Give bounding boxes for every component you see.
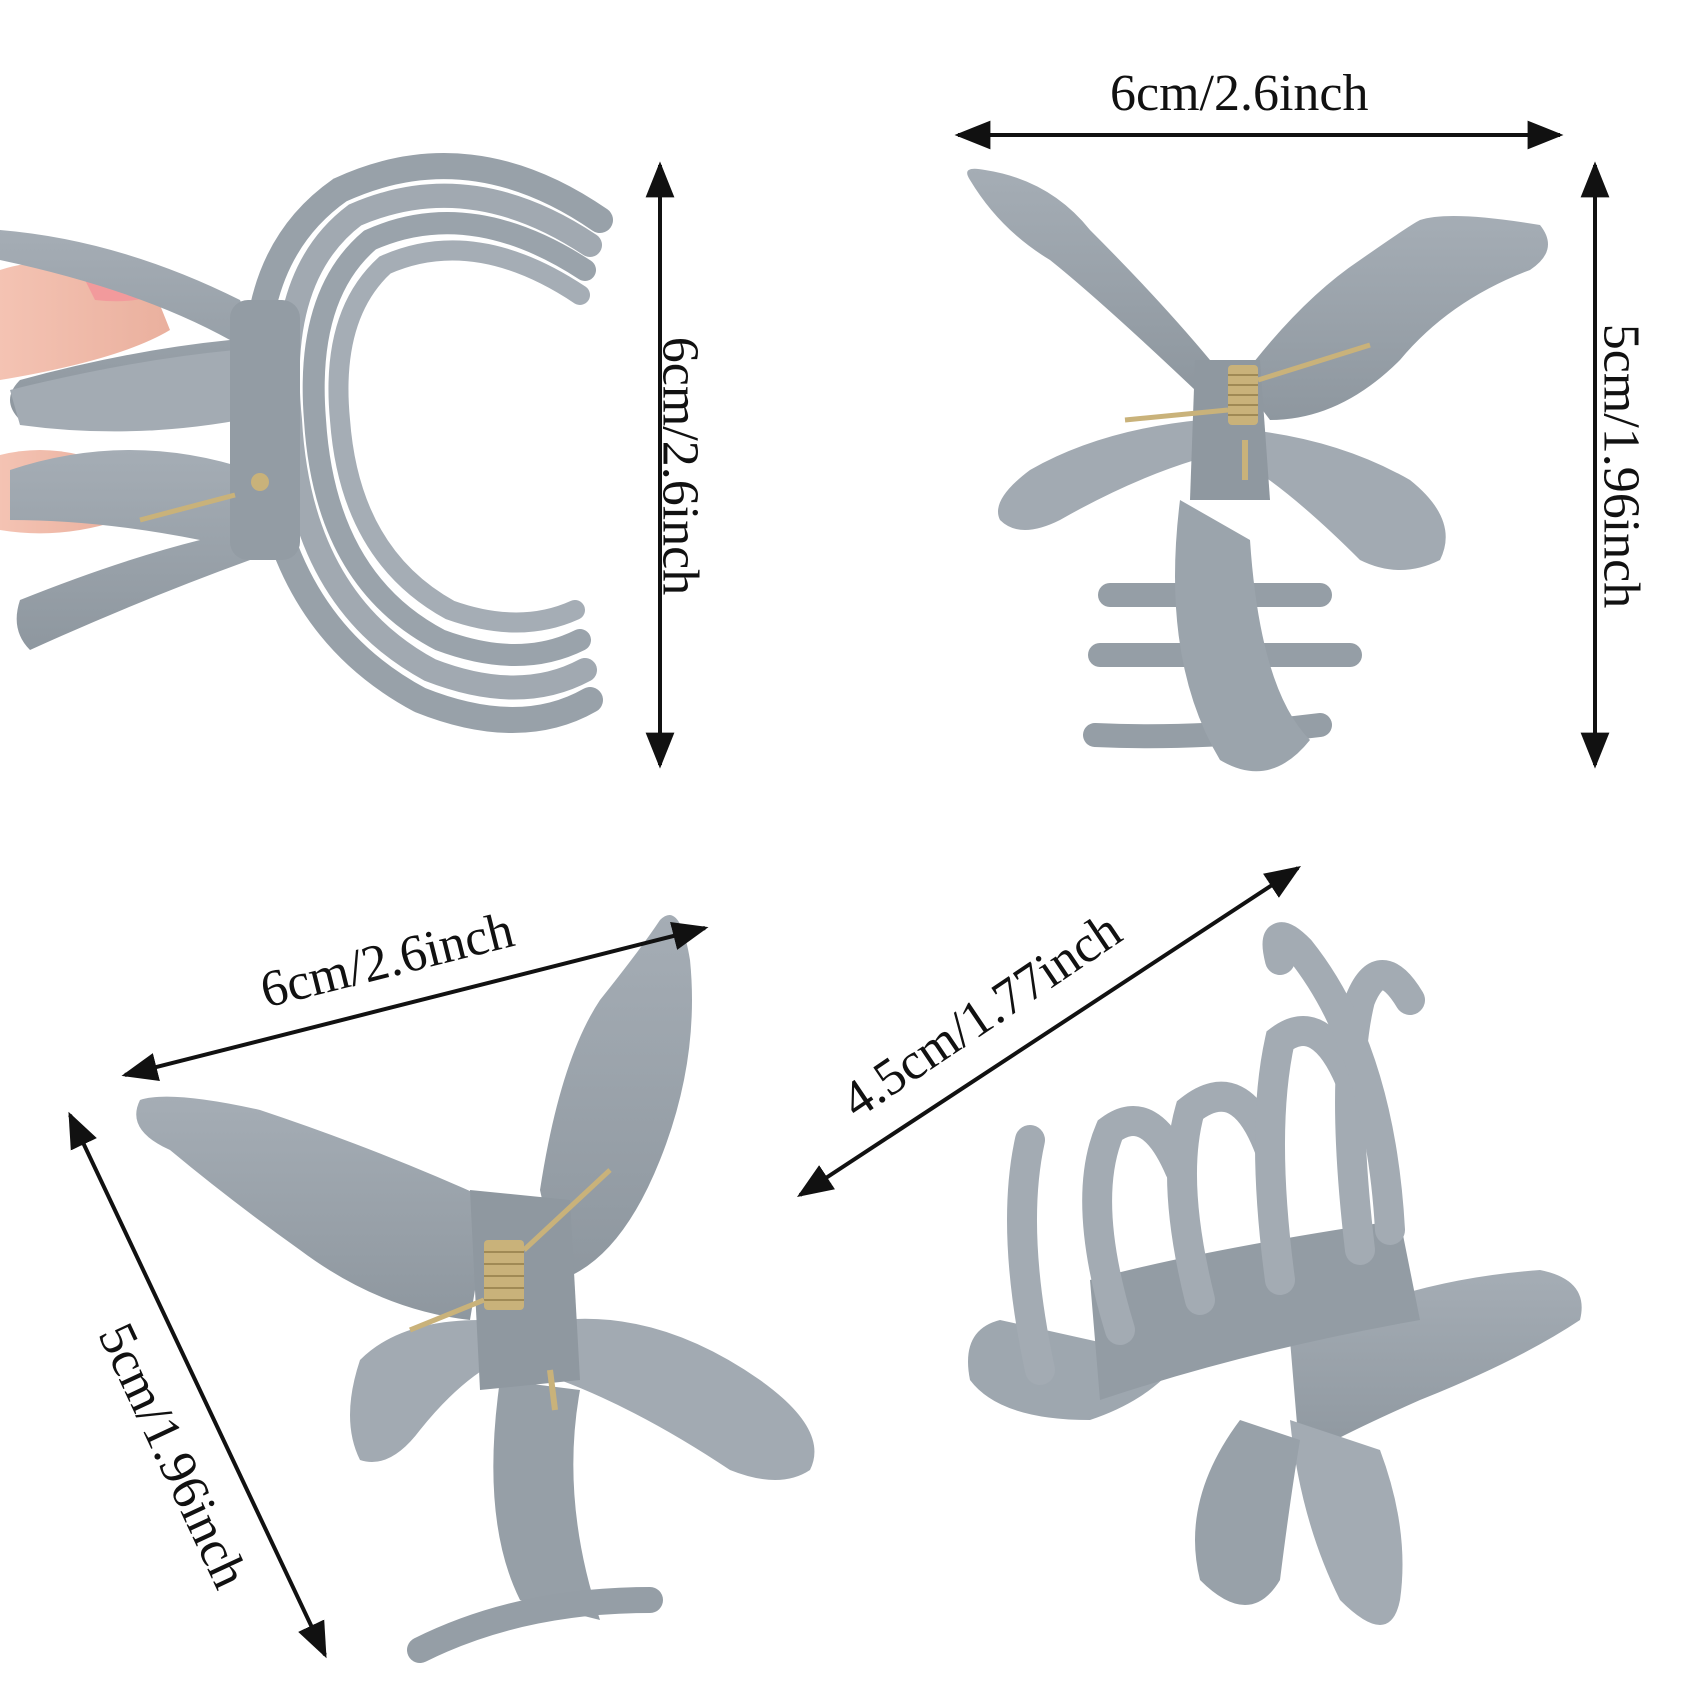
spring: [1124, 342, 1371, 480]
spring: [409, 1168, 612, 1411]
dimension-arrows: [68, 120, 1610, 1659]
open-side-view: [0, 153, 613, 733]
front-width-label: 6cm/2.6inch: [1110, 65, 1369, 122]
depth-arrow: [796, 866, 1302, 1197]
open-height-label: 6cm/2.6inch: [651, 336, 709, 596]
front-view: [967, 168, 1548, 772]
angled-height-arrow: [68, 1111, 327, 1659]
back-teeth-view: [968, 922, 1582, 1625]
front-height-label: 5cm/1.96inch: [1592, 323, 1650, 609]
angled-width-arrow: [121, 922, 709, 1081]
